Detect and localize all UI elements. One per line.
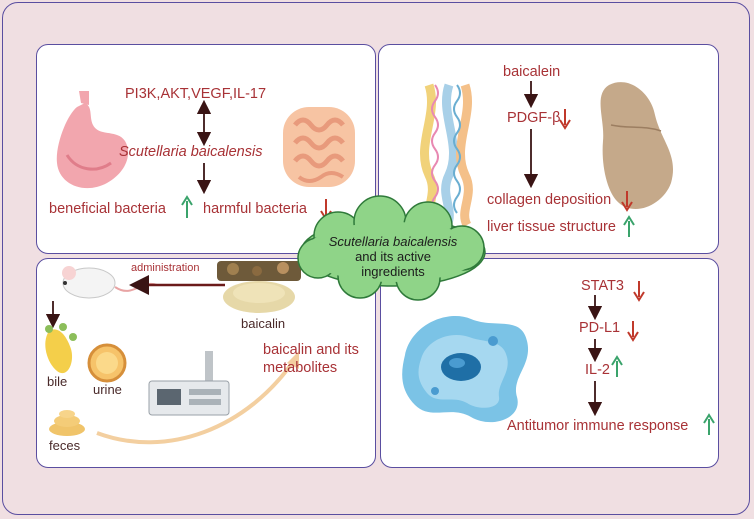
down-arrow-icon: [633, 281, 645, 302]
collagen-label: collagen deposition: [487, 192, 612, 208]
center-cloud-label: Scutellaria baicalensis and its active i…: [298, 234, 488, 279]
arrow-to-metabolites: [96, 357, 297, 445]
baicalein-label: baicalein: [503, 64, 561, 80]
pdgf-label: PDGF-β: [507, 110, 561, 126]
harmful-bacteria-label: harmful bacteria: [203, 201, 307, 217]
panel-gut-drawing: [56, 91, 355, 221]
beneficial-bacteria-label: beneficial bacteria: [49, 201, 166, 217]
pathways-label: PI3K,AKT,VEGF,IL-17: [125, 86, 267, 102]
arrow-head-icon: [287, 351, 299, 369]
lcms-instrument-icon: [148, 351, 230, 416]
center-line-2: and its active: [355, 249, 431, 264]
up-arrow-icon: [623, 215, 635, 237]
stomach-icon: [56, 91, 129, 189]
up-arrow-icon: [611, 355, 623, 377]
down-arrow-icon: [320, 199, 332, 221]
baicalin-label: baicalin: [241, 316, 286, 331]
up-arrow-icon: [703, 413, 715, 435]
metabolites-label-1: baicalin and its: [263, 342, 359, 358]
intestine-icon: [283, 107, 355, 187]
bile-label: bile: [47, 374, 68, 389]
urine-label: urine: [93, 382, 122, 397]
urine-icon: [87, 343, 127, 383]
metabolites-label-2: metabolites: [263, 360, 338, 376]
mouse-icon: [62, 266, 158, 299]
administration-label: administration: [131, 262, 200, 274]
herb-label: Scutellaria baicalensis: [119, 144, 263, 160]
pdl1-label: PD-L1: [579, 320, 621, 336]
antitumor-response-label: Antitumor immune response: [507, 418, 689, 434]
center-line-3: ingredients: [361, 264, 425, 279]
panel-antitumor-drawing: [402, 281, 715, 435]
baicalin-powder-icon: [217, 261, 301, 313]
panel-metabolism: administration baicalin baicalin and its…: [36, 258, 376, 468]
up-arrow-icon: [181, 195, 193, 218]
liver-icon: [600, 82, 674, 210]
bile-icon: [45, 323, 77, 374]
center-line-1: Scutellaria baicalensis: [328, 234, 458, 249]
liver-structure-label: liver tissue structure: [487, 219, 616, 235]
panel-liver-fibrosis: baicalein PDGF-β collagen deposition liv…: [378, 44, 719, 254]
panel-antitumor: STAT3 PD-L1 IL-2 Antitumor immune respon…: [380, 258, 719, 468]
panel-metabolism-drawing: [45, 261, 301, 445]
down-arrow-icon: [559, 109, 571, 130]
feces-icon: [49, 410, 85, 436]
feces-label: feces: [49, 438, 81, 453]
panel-gut-pathways: PI3K,AKT,VEGF,IL-17 Scutellaria baicalen…: [36, 44, 376, 254]
down-arrow-icon: [627, 321, 639, 342]
stat3-label: STAT3: [581, 278, 624, 294]
down-arrow-icon: [621, 191, 633, 212]
tumor-cell-icon: [402, 316, 529, 423]
collagen-fiber-icon: [420, 83, 473, 228]
il2-label: IL-2: [585, 362, 610, 378]
